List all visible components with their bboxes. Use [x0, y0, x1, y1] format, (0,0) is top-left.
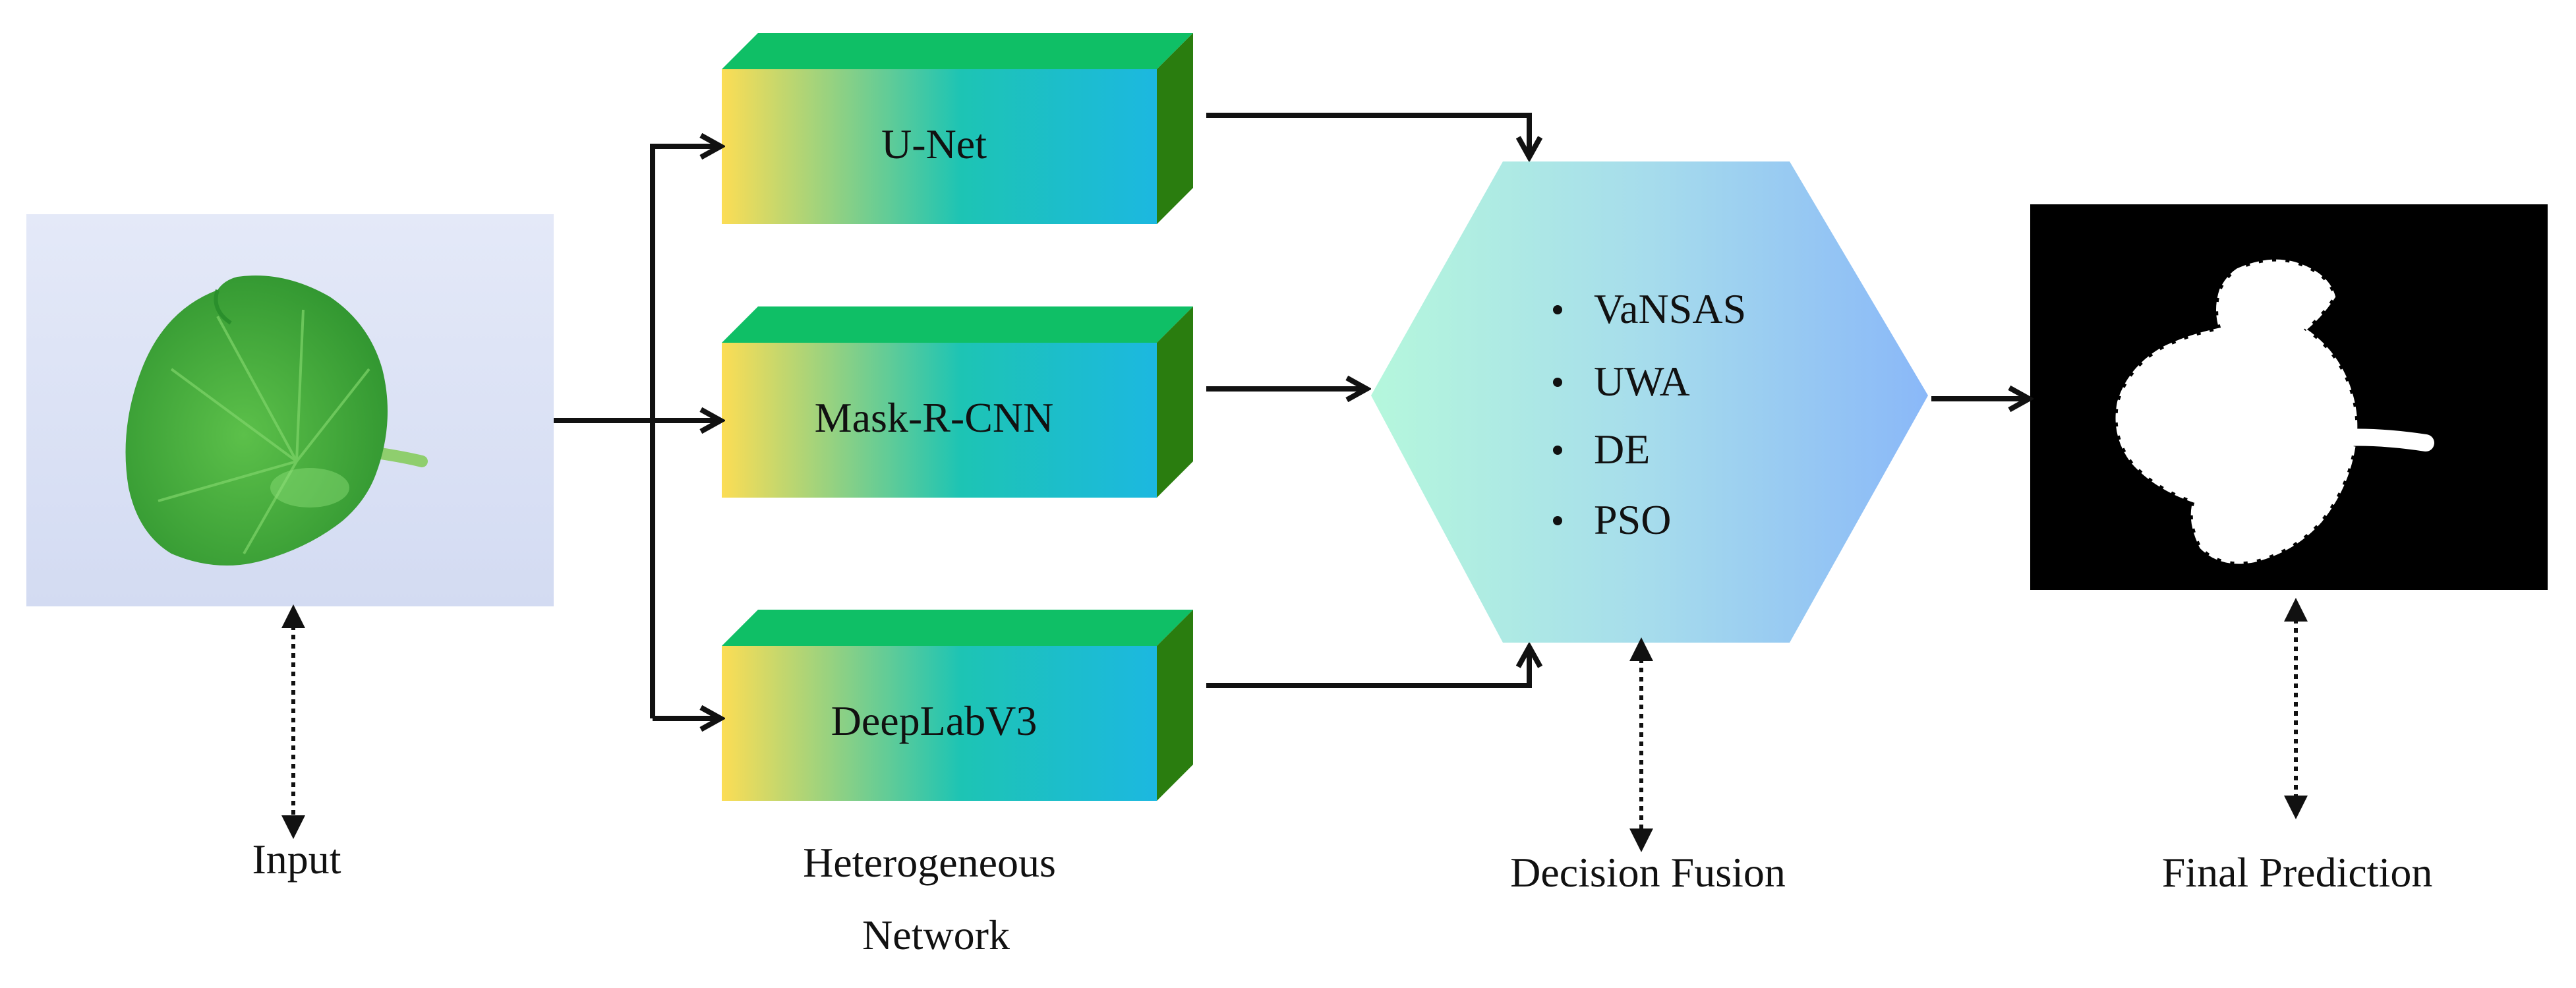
model-label-unet: U-Net [881, 121, 987, 167]
input-image [26, 214, 554, 606]
fusion-method-uwa: UWA [1594, 358, 1690, 405]
leaf-mask-shape [2115, 259, 2358, 564]
model-block-unet: U-Net [722, 33, 1193, 224]
fusion-method-vansas: VaNSAS [1594, 285, 1746, 332]
fusion-method-pso: PSO [1594, 496, 1671, 543]
fusion-method-de: DE [1594, 426, 1650, 473]
decision-fusion-hexagon: VaNSAS UWA DE PSO [1371, 161, 1928, 643]
model-label-maskrcnn: Mask-R-CNN [815, 394, 1054, 441]
output-label: Final Prediction [2162, 849, 2433, 896]
model-block-maskrcnn: Mask-R-CNN [722, 306, 1193, 498]
model-block-deeplabv3: DeepLabV3 [722, 610, 1193, 801]
fusion-label: Decision Fusion [1510, 849, 1786, 896]
leaf-photo [125, 276, 428, 566]
network-label-line2: Network [862, 912, 1010, 958]
dotted-label-links [281, 598, 2308, 852]
arrow-deeplabv3-to-fusion [1206, 649, 1529, 688]
flow-arrows [554, 113, 2027, 718]
network-label-line1: Heterogeneous [803, 839, 1056, 886]
final-prediction-mask [2030, 204, 2548, 590]
fusion-methods-list: VaNSAS UWA DE PSO [1553, 285, 1746, 543]
arrow-unet-to-fusion [1206, 113, 1529, 155]
input-label: Input [252, 836, 341, 883]
model-label-deeplabv3: DeepLabV3 [831, 697, 1038, 744]
